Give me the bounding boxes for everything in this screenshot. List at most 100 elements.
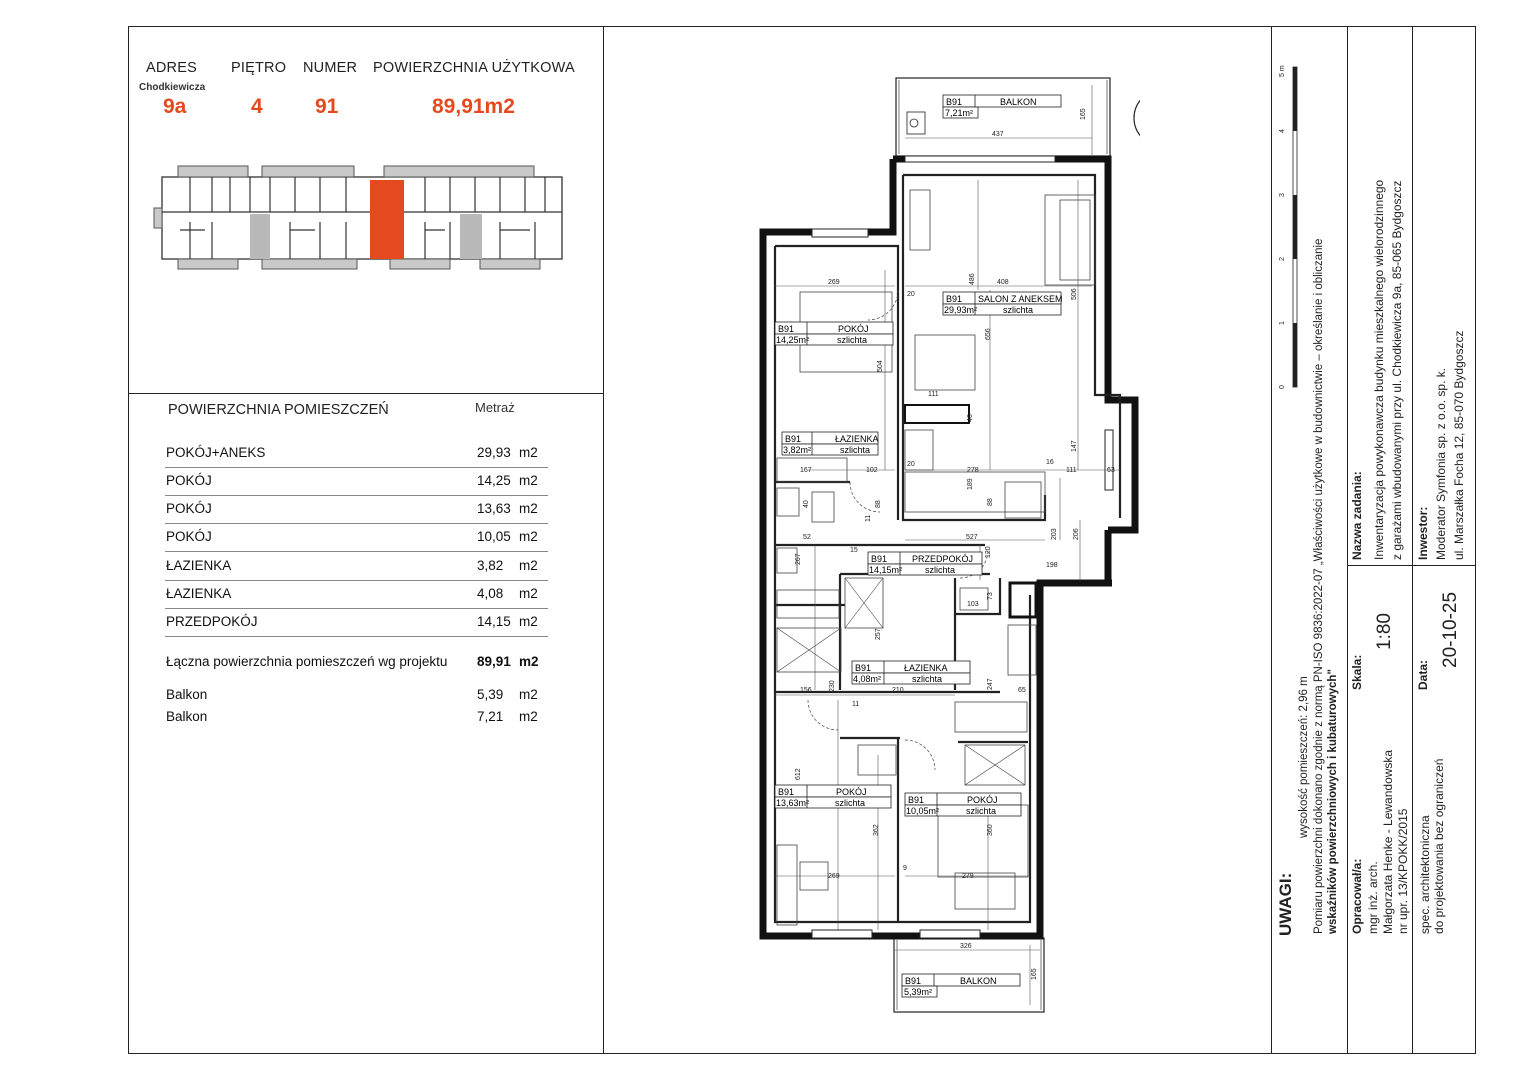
dim: 486	[969, 273, 976, 285]
powierzchnia-label: POWIERZCHNIA UŻYTKOWA	[373, 60, 575, 76]
dim: 88	[987, 498, 994, 506]
balcony-unit: m2	[519, 687, 538, 702]
room-label: B91 PRZEDPOKÓJ 14,15m² szlichta	[867, 551, 983, 576]
room-unit: m2	[519, 501, 538, 516]
inwestor-label: Inwestor:	[1416, 506, 1430, 560]
room-finish: szlichta	[835, 798, 865, 808]
room-name: ŁAZIENKA	[904, 663, 948, 673]
room-unit: m2	[519, 558, 538, 573]
room-name: POKÓJ	[838, 324, 869, 334]
inwestor-line: ul. Marszałka Focha 12, 85-070 Bydgoszcz	[1452, 330, 1466, 560]
dim: 408	[997, 279, 1009, 286]
dim: 156	[800, 687, 812, 694]
room-name: ŁAZIENKA	[835, 434, 879, 444]
table-row: POKÓJ 13,63 m2	[165, 495, 548, 524]
drawing-frame	[128, 26, 1476, 1054]
room-label: B91 BALKON 5,39m²	[901, 973, 1021, 998]
room-label: B91 ŁAZIENKA 4,08m² szlichta	[851, 660, 971, 685]
room-label: B91 ŁAZIENKA 3,82m² szlichta	[781, 431, 879, 456]
key-plan	[153, 165, 563, 270]
dim: 147	[1071, 440, 1078, 452]
dim: 165	[1080, 108, 1087, 120]
opracowal-label: Opracował/a:	[1350, 858, 1364, 934]
room-code: B91	[905, 976, 921, 986]
room-unit: m2	[519, 614, 538, 629]
room-code: B91	[785, 434, 801, 444]
dim: 11	[865, 515, 872, 522]
room-label: B91 POKÓJ 10,05m² szlichta	[904, 792, 1022, 817]
dim: 206	[1073, 528, 1080, 540]
balcony-name: Balkon	[166, 709, 208, 724]
dim: 360	[987, 824, 994, 836]
dim: 362	[873, 824, 880, 836]
room-name: POKÓJ	[166, 473, 212, 488]
dim: 40	[803, 500, 810, 508]
room-name: POKÓJ+ANEKS	[166, 445, 266, 460]
pietro-value: 4	[251, 95, 263, 118]
dim: 88	[875, 500, 882, 508]
room-name: POKÓJ	[166, 529, 212, 544]
powierzchnia-value: 89,91m2	[432, 95, 515, 118]
zadanie-label: Nazwa zadania:	[1350, 471, 1364, 560]
table-row: ŁAZIENKA 4,08 m2	[165, 580, 548, 609]
dim: 167	[800, 467, 812, 474]
room-label: B91 POKÓJ 14,25m² szlichta	[774, 321, 894, 346]
skala-value: 1:80	[1374, 613, 1395, 650]
room-finish: szlichta	[840, 445, 870, 455]
room-name: POKÓJ	[166, 501, 212, 516]
adres-label: ADRES	[146, 60, 197, 76]
dim: 65	[1018, 687, 1026, 694]
room-finish: szlichta	[1003, 305, 1033, 315]
dim: 120	[985, 546, 992, 558]
dim: 203	[1051, 528, 1058, 540]
dim: 11	[852, 701, 859, 708]
table-row: PRZEDPOKÓJ 14,15 m2	[165, 608, 548, 637]
scale-tick: 0	[1279, 385, 1286, 389]
room-code: B91	[778, 324, 794, 334]
pomiar-text-line2: wskaźników powierzchniowych i kubaturowy…	[1327, 669, 1339, 934]
total-value: 89,91	[477, 654, 511, 669]
dim: 15	[850, 547, 858, 554]
numer-label: NUMER	[303, 60, 358, 76]
dim: 269	[828, 279, 840, 286]
dimension-labels: 437 165 486 408 506 269 20 656 504 111 4…	[795, 108, 1115, 980]
opracowal-line: mgr inż. arch.	[1366, 861, 1380, 934]
room-unit: m2	[519, 445, 538, 460]
uwagi-title: UWAGI:	[1276, 872, 1295, 936]
dim: 46	[967, 414, 974, 422]
dim: 210	[892, 687, 904, 694]
metraz-header: Metraż	[475, 400, 515, 415]
room-label: B91 BALKON 7,21m²	[942, 94, 1062, 119]
dim: 16	[1046, 459, 1054, 466]
table-title: POWIERZCHNIA POMIESZCZEŃ	[168, 402, 389, 418]
dim: 326	[960, 943, 972, 950]
scale-tick: 5 m	[1279, 65, 1286, 77]
dim: 9	[903, 865, 907, 872]
room-area: 14,25m²	[776, 335, 809, 345]
room-finish: szlichta	[837, 335, 867, 345]
table-row: POKÓJ 14,25 m2	[165, 467, 548, 496]
room-name: POKÓJ	[967, 795, 998, 805]
dim: 504	[877, 360, 884, 372]
room-name: PRZEDPOKÓJ	[166, 614, 258, 629]
dim: 102	[866, 467, 878, 474]
dim: 656	[985, 328, 992, 340]
scale-bar: 0 1 2 3 4 5 m	[1279, 65, 1298, 389]
divider-left	[603, 26, 604, 1054]
room-area: 3,82m²	[783, 445, 811, 455]
room-finish: szlichta	[966, 806, 996, 816]
room-area: 3,82	[477, 558, 504, 573]
dim: 437	[992, 131, 1004, 138]
room-code: B91	[871, 554, 887, 564]
total-label: Łączna powierzchnia pomieszczeń wg proje…	[166, 654, 448, 669]
room-area: 14,15	[477, 614, 511, 629]
balcony-area: 7,21	[477, 709, 504, 724]
divider-tb-h	[1347, 565, 1476, 566]
inwestor-line: Moderator Symfonia sp. z o.o. sp. k.	[1434, 367, 1448, 560]
room-unit: m2	[519, 473, 538, 488]
scale-tick: 4	[1279, 129, 1286, 133]
room-code: B91	[946, 294, 962, 304]
skala-label: Skala:	[1350, 654, 1364, 690]
zadanie-line: z garażami wbudowanymi przy ul. Chodkiew…	[1390, 180, 1404, 560]
dim: 52	[803, 534, 811, 541]
